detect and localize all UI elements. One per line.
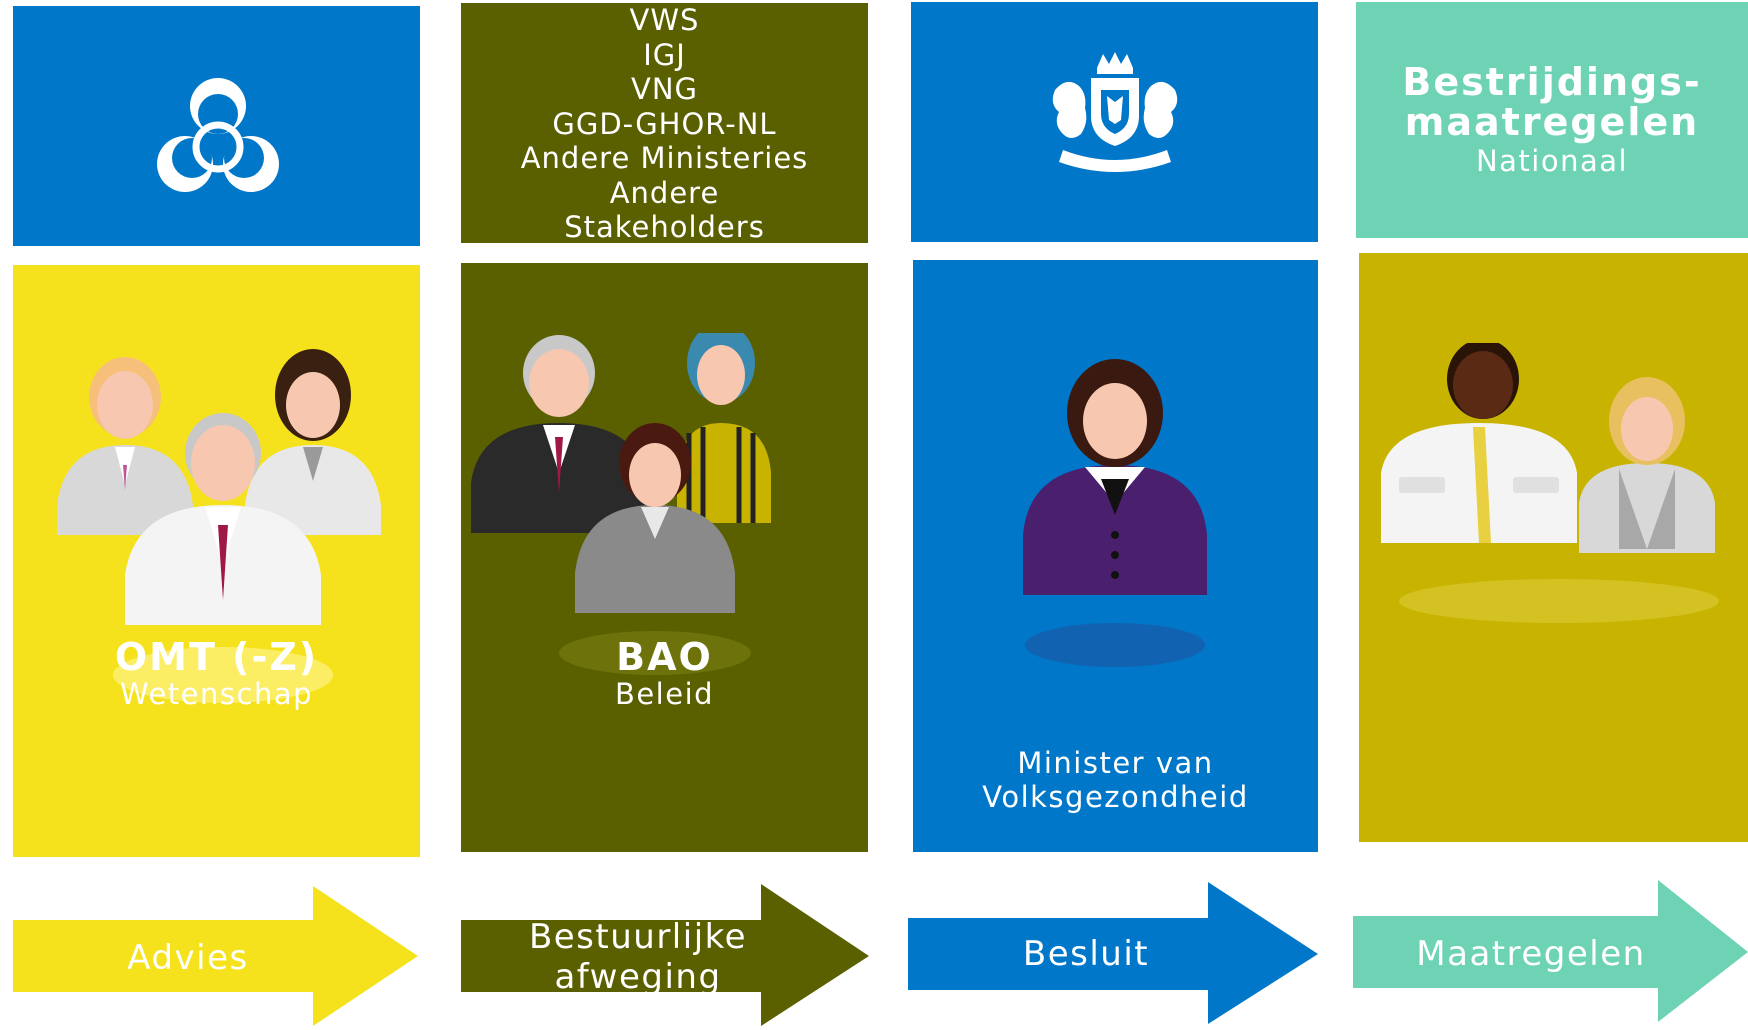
omt-subtitle: Wetenschap bbox=[119, 677, 314, 711]
measures-subtitle: Nationaal bbox=[1475, 144, 1629, 178]
minister-line2: Volksgezondheid bbox=[982, 780, 1249, 814]
besluit-arrow bbox=[908, 882, 1318, 1024]
administrators-group-icon bbox=[471, 333, 771, 675]
participant-item: Andere bbox=[609, 175, 720, 210]
biohazard-icon bbox=[157, 78, 279, 192]
afweging-label-line1: Bestuurlijke bbox=[528, 917, 748, 957]
measures-header-tile: Bestrijdings- maatregelen Nationaal bbox=[1356, 2, 1748, 238]
royal-coat-of-arms-icon bbox=[1052, 52, 1178, 172]
minister-panel: Minister van Volksgezondheid bbox=[913, 260, 1318, 852]
besluit-label: Besluit bbox=[1022, 934, 1150, 974]
maatregelen-label: Maatregelen bbox=[1416, 934, 1646, 974]
bao-subtitle: Beleid bbox=[614, 677, 715, 711]
participants-list: VWS IGJ VNG GGD-GHOR-NL Andere Ministeri… bbox=[461, 3, 868, 245]
participant-item: VNG bbox=[630, 72, 698, 106]
advies-label: Advies bbox=[127, 938, 249, 978]
participant-item: Andere Ministeries bbox=[520, 141, 809, 175]
omt-title: OMT (-Z) bbox=[114, 635, 319, 679]
afweging-arrow bbox=[461, 884, 869, 1026]
executors-group-icon bbox=[1381, 343, 1719, 623]
bao-panel: BAO Beleid bbox=[461, 263, 868, 852]
measures-panel bbox=[1359, 253, 1748, 842]
participant-item: VWS bbox=[629, 3, 700, 37]
afweging-label: Bestuurlijke afweging bbox=[461, 917, 815, 997]
measures-title-line1: Bestrijdings- bbox=[1402, 60, 1702, 104]
government-header-tile bbox=[911, 2, 1318, 242]
scientists-group-icon bbox=[57, 349, 381, 703]
minister-icon bbox=[1023, 359, 1207, 667]
omt-header-tile bbox=[13, 6, 420, 246]
participant-item: IGJ bbox=[643, 37, 686, 72]
bao-title: BAO bbox=[616, 635, 713, 679]
afweging-label-line2: afweging bbox=[554, 957, 722, 997]
omt-panel: OMT (-Z) Wetenschap bbox=[13, 265, 420, 857]
maatregelen-arrow bbox=[1353, 880, 1748, 1022]
minister-line1: Minister van bbox=[1017, 746, 1214, 780]
participant-item: GGD-GHOR-NL bbox=[552, 106, 777, 141]
advies-arrow bbox=[13, 886, 418, 1026]
bao-participants-tile: VWS IGJ VNG GGD-GHOR-NL Andere Ministeri… bbox=[461, 3, 868, 245]
participant-item: Stakeholders bbox=[564, 210, 765, 244]
measures-title-line2: maatregelen bbox=[1404, 100, 1700, 144]
